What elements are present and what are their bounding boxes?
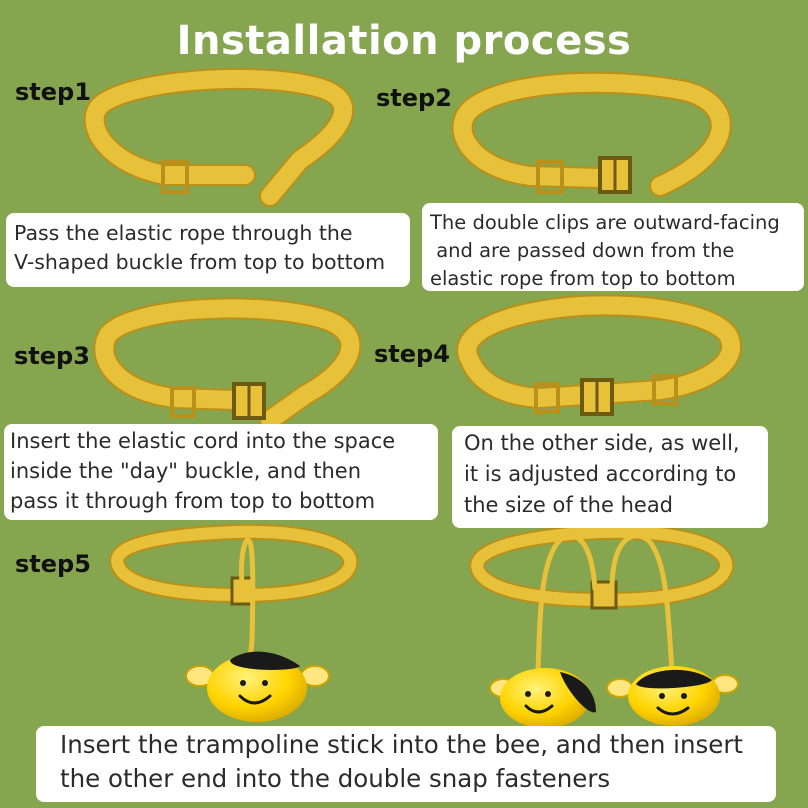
caption-step1-line1: Pass the elastic rope through the (14, 221, 353, 245)
caption-step4-line3: the size of the head (464, 493, 674, 517)
caption-step3: Insert the elastic cord into the space i… (4, 424, 438, 520)
caption-step2-line3: elastic rope from top to bottom (430, 267, 736, 290)
bee-icon (185, 651, 330, 722)
caption-step2-line1: The double clips are outward-facing (430, 211, 780, 234)
caption-step1-line2: V-shaped buckle from top to bottom (14, 250, 386, 274)
caption-step1: Pass the elastic rope through the V-shap… (6, 213, 410, 287)
caption-step4: On the other side, as well, it is adjust… (452, 426, 768, 528)
bee-icon-left (489, 668, 596, 728)
caption-step5-line1: Insert the trampoline stick into the bee… (60, 730, 744, 759)
step-label-2: step2 (376, 84, 452, 112)
caption-step5: Insert the trampoline stick into the bee… (36, 726, 776, 802)
step-label-1: step1 (15, 78, 91, 106)
caption-step4-line1: On the other side, as well, (464, 431, 740, 455)
band-step5-double (469, 523, 735, 671)
caption-step2-line2: and are passed down from the (430, 239, 735, 262)
step-label-4: step4 (374, 340, 450, 368)
bee-icon-right (606, 666, 739, 726)
caption-step3-line3: pass it through from top to bottom (10, 489, 376, 513)
band-step3 (93, 297, 362, 431)
band-step5-single (109, 523, 359, 661)
caption-step3-line1: Insert the elastic cord into the space (10, 429, 396, 453)
caption-step2: The double clips are outward-facing and … (422, 203, 804, 291)
band-step4 (456, 294, 742, 416)
step-label-5: step5 (15, 550, 91, 578)
band-step2 (451, 71, 732, 197)
caption-step4-line2: it is adjusted according to (464, 462, 737, 486)
band-step1 (83, 68, 355, 207)
caption-step5-line2: the other end into the double snap faste… (60, 764, 611, 793)
v-buckle-icon (161, 160, 189, 194)
step-label-3: step3 (14, 342, 90, 370)
caption-step3-line2: inside the "day" buckle, and then (10, 459, 362, 483)
page-title: Installation process (176, 18, 632, 64)
